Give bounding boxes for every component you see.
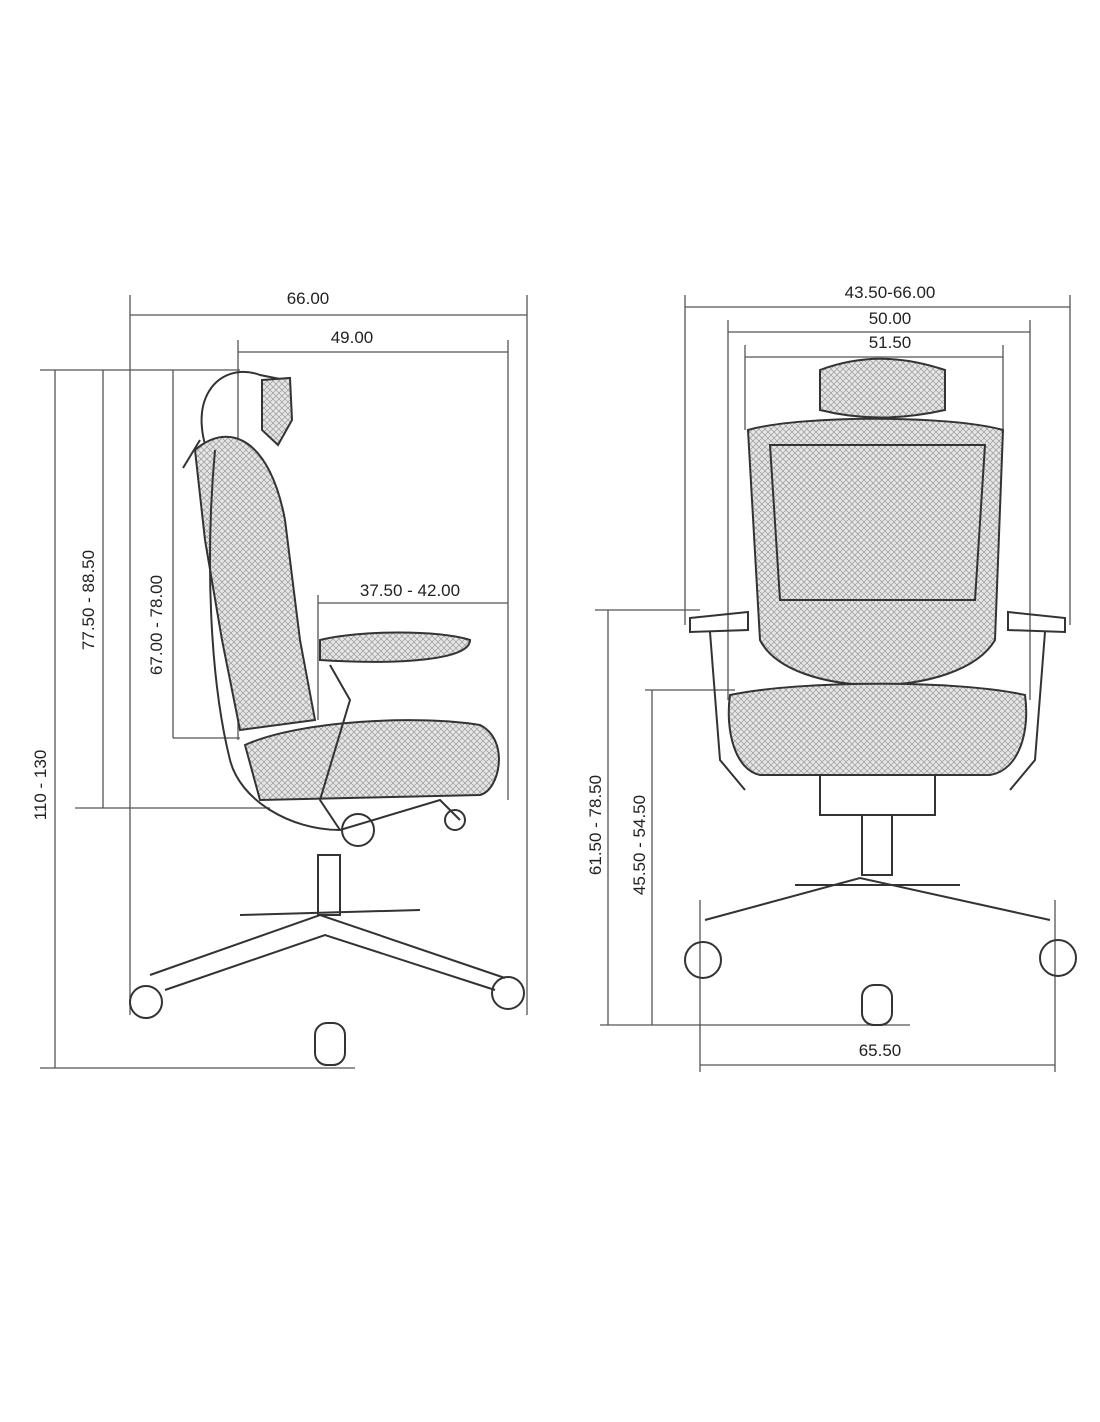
front-view-dimensions <box>595 295 1071 1072</box>
front-seat-width-label: 50.00 <box>869 309 912 328</box>
front-back-width-label: 51.50 <box>869 333 912 352</box>
front-view-chair <box>684 357 1077 1026</box>
front-base-width-label: 65.50 <box>859 1041 902 1060</box>
side-view-dimensions <box>40 295 528 1069</box>
side-overall-depth-label: 66.00 <box>287 289 330 308</box>
side-seat-depth-label: 49.00 <box>331 328 374 347</box>
side-armrest-depth-label: 37.50 - 42.00 <box>360 581 460 600</box>
side-backrest-height-label: 67.00 - 78.00 <box>147 575 166 675</box>
side-overall-height-label: 110 - 130 <box>31 750 50 821</box>
front-seat-height-label: 45.50 - 54.50 <box>630 795 649 895</box>
side-view-chair <box>129 370 525 1066</box>
front-armrest-height-label: 61.50 - 78.50 <box>586 775 605 875</box>
side-back-height-label: 77.50 - 88.50 <box>79 550 98 650</box>
front-armrest-width-label: 43.50-66.00 <box>845 283 936 302</box>
